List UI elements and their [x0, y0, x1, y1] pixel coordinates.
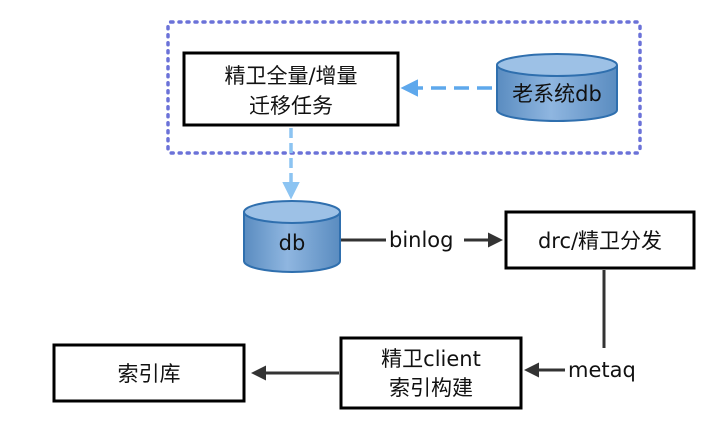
migration-task-node: 精卫全量/增量 迁移任务 — [182, 51, 400, 127]
index-store-node: 索引库 — [52, 343, 246, 403]
db-label: db — [279, 231, 306, 255]
client-index-build-label-line1: 精卫client — [381, 347, 481, 371]
binlog-edge-label: binlog — [389, 228, 454, 252]
old-system-db-label: 老系统db — [512, 82, 602, 106]
old-system-db-node: 老系统db — [496, 53, 618, 122]
drc-dispatch-label: drc/精卫分发 — [538, 229, 662, 253]
migration-task-label-line1: 精卫全量/增量 — [224, 64, 357, 88]
drc-dispatch-node: drc/精卫分发 — [504, 210, 696, 270]
migration-group-border — [166, 20, 642, 155]
client-index-build-label-line2: 索引构建 — [389, 376, 473, 400]
index-store-label: 索引库 — [118, 362, 181, 386]
migration-task-label-line2: 迁移任务 — [249, 94, 333, 118]
metaq-edge-label: metaq — [568, 358, 636, 382]
client-index-build-node: 精卫client 索引构建 — [339, 336, 523, 410]
db-node: db — [243, 200, 341, 273]
